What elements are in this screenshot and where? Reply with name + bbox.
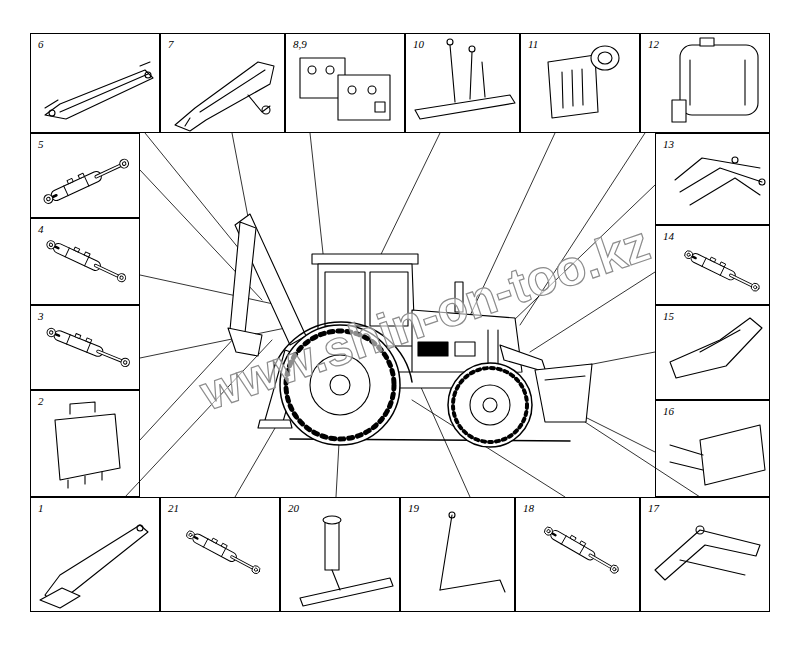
part-panel: 16 bbox=[655, 400, 770, 497]
part-drawings bbox=[40, 38, 765, 608]
part-panel: 20 bbox=[280, 497, 400, 612]
part-panel: 7 bbox=[160, 33, 285, 133]
callout-number: 13 bbox=[662, 138, 675, 150]
callout-number: 10 bbox=[412, 38, 425, 50]
callout-number: 15 bbox=[662, 310, 675, 322]
part-panel: 21 bbox=[160, 497, 280, 612]
part-panel: 14 bbox=[655, 225, 770, 305]
callout-number: 14 bbox=[662, 230, 675, 242]
part-panel: 18 bbox=[515, 497, 640, 612]
part-panel: 17 bbox=[640, 497, 770, 612]
part-panel: 11 bbox=[520, 33, 640, 133]
part-panel: 6 bbox=[30, 33, 160, 133]
callout-number: 3 bbox=[37, 310, 45, 322]
callout-number: 5 bbox=[37, 138, 45, 150]
callout-number: 1 bbox=[37, 502, 45, 514]
part-panel: 8,9 bbox=[285, 33, 405, 133]
callout-number: 12 bbox=[647, 38, 660, 50]
callout-number: 16 bbox=[662, 405, 675, 417]
part-panel: 10 bbox=[405, 33, 520, 133]
callout-number: 19 bbox=[407, 502, 420, 514]
callout-number: 6 bbox=[37, 38, 45, 50]
part-panel: 13 bbox=[655, 133, 770, 225]
callout-number: 4 bbox=[37, 223, 45, 235]
callout-number: 2 bbox=[37, 395, 45, 407]
callout-number: 7 bbox=[167, 38, 175, 50]
callout-number: 20 bbox=[287, 502, 300, 514]
part-panel: 1 bbox=[30, 497, 160, 612]
part-panel: 5 bbox=[30, 133, 140, 218]
part-panel: 12 bbox=[640, 33, 770, 133]
callout-number: 21 bbox=[167, 502, 180, 514]
callout-number: 8,9 bbox=[292, 38, 308, 50]
part-panel: 15 bbox=[655, 305, 770, 400]
part-panel: 4 bbox=[30, 218, 140, 305]
callout-number: 18 bbox=[522, 502, 535, 514]
leader-lines bbox=[125, 133, 700, 497]
part-panel: 3 bbox=[30, 305, 140, 390]
callout-number: 17 bbox=[647, 502, 660, 514]
part-panel: 2 bbox=[30, 390, 140, 497]
callout-number: 11 bbox=[527, 38, 539, 50]
part-panel: 19 bbox=[400, 497, 515, 612]
